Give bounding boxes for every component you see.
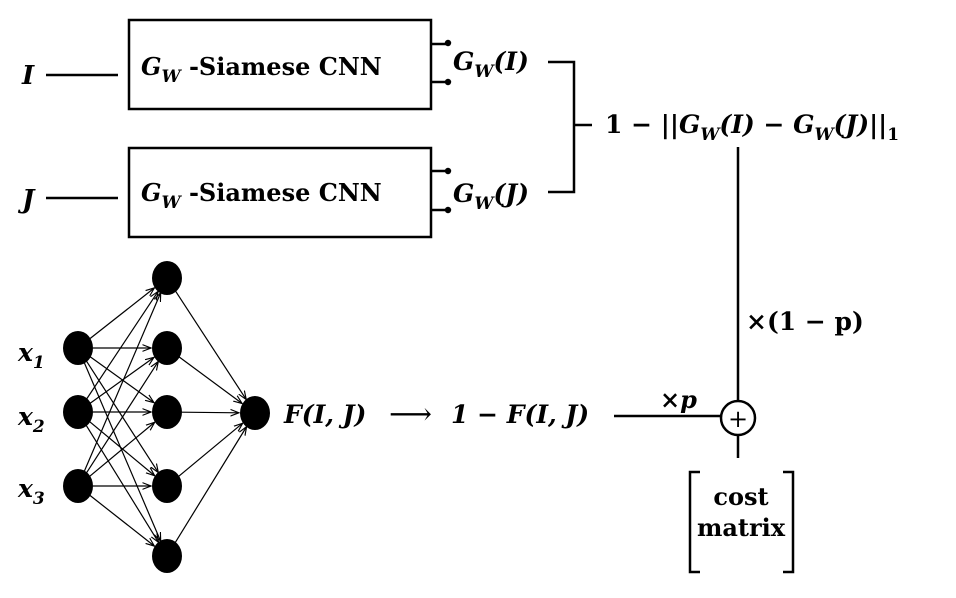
edge-hidden2-output [178, 356, 242, 404]
edge-hidden4-output [178, 423, 243, 477]
sum-node: + [719, 399, 757, 437]
output-join-bracket [548, 60, 576, 194]
siamese-cnn-box-top [127, 18, 433, 111]
edge-hidden1-output [174, 290, 246, 400]
input-x2-label: x2 [17, 402, 45, 437]
network-nodes [63, 261, 270, 573]
cost-matrix-left-bracket [688, 470, 700, 574]
input-node-3 [63, 469, 93, 503]
sum-symbol: + [728, 405, 748, 433]
bottom-output-connector [431, 167, 452, 214]
output-gw-j: GW(J) [453, 179, 529, 214]
mapping-arrow: ⟶ [389, 397, 432, 432]
weight-one-minus-p: ×(1 − p) [746, 307, 864, 336]
inverted-output-label: 1 − F(I, J) [451, 400, 589, 429]
siamese-cnn-bottom-label: GW -Siamese CNN [141, 178, 382, 213]
output-node [240, 396, 270, 430]
hidden-node-5 [152, 539, 182, 573]
edge-input1-hidden5 [83, 361, 161, 541]
cost-matrix-right-bracket [783, 470, 795, 574]
edge-input2-hidden1 [85, 291, 158, 400]
input-i-label: I [21, 61, 35, 91]
cost-matrix-line1: cost [713, 482, 768, 511]
similarity-expression: 1 − ||GW(I) − GW(J)||1 [605, 110, 899, 145]
weight-p: ×p [660, 385, 697, 414]
edge-input3-hidden5 [89, 494, 155, 546]
mlp-output-label: F(I, J) [283, 400, 366, 429]
siamese-cnn-top-label: GW -Siamese CNN [141, 52, 382, 87]
edge-input3-hidden1 [83, 293, 161, 473]
input-j-label: J [17, 185, 36, 215]
edge-input1-hidden1 [89, 288, 155, 340]
top-output-connector [431, 39, 452, 86]
hidden-node-2 [152, 331, 182, 365]
hidden-node-4 [152, 469, 182, 503]
edge-hidden3-output [181, 412, 239, 413]
output-gw-i: GW(I) [453, 47, 529, 82]
input-x1-label: x1 [17, 338, 45, 373]
hidden-node-1 [152, 261, 182, 295]
edge-input3-hidden2 [85, 361, 158, 474]
siamese-cnn-box-bottom [127, 146, 433, 239]
input-node-1 [63, 331, 93, 365]
edge-input3-hidden3 [89, 422, 155, 477]
edge-hidden5-output [174, 427, 247, 544]
hidden-node-3 [152, 395, 182, 429]
input-x3-label: x3 [17, 474, 45, 509]
edge-input2-hidden5 [85, 424, 159, 543]
input-node-2 [63, 395, 93, 429]
cost-matrix-line2: matrix [697, 513, 786, 542]
edge-input2-hidden2 [89, 357, 154, 404]
network-edges [83, 288, 247, 546]
